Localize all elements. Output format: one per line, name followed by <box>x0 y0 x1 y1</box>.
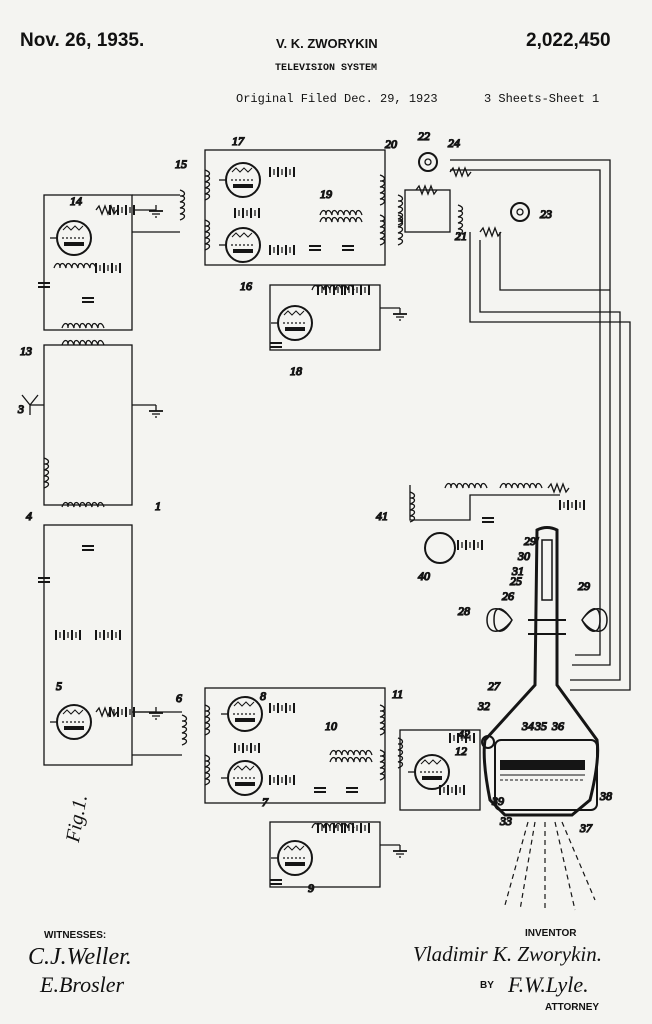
ref-numeral-26: 26 <box>502 589 514 603</box>
inventor-name: V. K. ZWORYKIN <box>276 36 378 51</box>
ref-numeral-11: 11 <box>392 687 403 701</box>
ref-numeral-18: 18 <box>290 364 302 378</box>
ref-numeral-3: 3 <box>17 402 24 416</box>
antenna-circuit <box>21 339 164 508</box>
ref-numeral-24: 24 <box>448 136 460 150</box>
ref-numeral-41: 41 <box>376 509 388 523</box>
ref-numeral-6: 6 <box>176 691 182 705</box>
filing-info: Original Filed Dec. 29, 1923 <box>236 92 438 106</box>
ref-numeral-37: 37 <box>579 821 593 835</box>
witnesses-label: WITNESSES: <box>44 930 107 941</box>
inventor-signature: Vladimir K. Zworykin. <box>413 942 603 966</box>
lower-amplifier-chain <box>37 524 188 766</box>
ref-numeral-38: 38 <box>599 789 612 803</box>
ref-numeral-15: 15 <box>175 157 187 171</box>
ref-numeral-35: 35 <box>534 719 547 733</box>
ref-numeral-23: 23 <box>540 207 552 221</box>
ref-numeral-4: 4 <box>26 509 32 523</box>
ref-numeral-1: 1 <box>155 499 161 513</box>
sheet-info: 3 Sheets-Sheet 1 <box>484 92 600 106</box>
lower-push-pull-stage <box>204 687 408 888</box>
patent-date: Nov. 26, 1935. <box>20 30 145 51</box>
by-label: BY <box>480 980 494 991</box>
ref-numeral-39: 39 <box>491 794 504 808</box>
cathode-ray-tube <box>409 482 608 912</box>
ref-numeral-29: 29 <box>578 579 590 593</box>
ref-numeral-14: 14 <box>70 194 82 208</box>
ref-numeral-36: 36 <box>551 719 564 733</box>
upper-push-pull-stage <box>204 149 408 351</box>
ref-numeral-32: 32 <box>477 699 490 713</box>
inventor-label: INVENTOR <box>525 928 577 939</box>
ref-numeral-22: 22 <box>418 129 430 143</box>
ref-numeral-20: 20 <box>385 137 397 151</box>
ref-numeral-33: 33 <box>499 814 512 828</box>
ref-numeral-28: 28 <box>458 604 470 618</box>
ref-numeral-42: 42 <box>458 727 470 741</box>
grid-control-stage <box>397 729 495 811</box>
ref-numeral-7: 7 <box>262 795 269 809</box>
ref-numeral-34: 34 <box>521 719 534 733</box>
ref-numeral-9: 9 <box>308 881 314 895</box>
ref-numeral-27: 27 <box>488 679 501 693</box>
ref-numeral-25: 25 <box>510 574 522 588</box>
ref-numeral-16: 16 <box>240 279 252 293</box>
patent-number: 2,022,450 <box>526 30 611 51</box>
reference-numerals: 3 13 14 15 17 16 19 20 22 24 23 21 18 1 … <box>16 128 612 895</box>
ref-numeral-19: 19 <box>320 187 332 201</box>
ref-numeral-30: 30 <box>517 549 530 563</box>
attorney-signature: F.W.Lyle. <box>508 972 589 997</box>
patent-title: TELEVISION SYSTEM <box>275 63 378 74</box>
ref-numeral-8: 8 <box>260 689 266 703</box>
ref-numeral-5: 5 <box>56 679 62 693</box>
attorney-label: ATTORNEY <box>545 1002 600 1013</box>
ref-numeral-31: 31 <box>511 564 524 578</box>
ref-numeral-10: 10 <box>325 719 337 733</box>
ref-numeral-12: 12 <box>455 744 467 758</box>
ref-numeral-21: 21 <box>455 229 467 243</box>
ref-numeral-29prime: 29' <box>524 534 539 548</box>
ref-numeral-13: 13 <box>20 344 32 358</box>
witness-signature-1: C.J.Weller. <box>28 944 132 970</box>
ref-numeral-40: 40 <box>418 569 430 583</box>
witness-signature-2: E.Brosler <box>40 972 125 997</box>
upper-amplifier-chain <box>37 189 186 331</box>
ref-numeral-17: 17 <box>232 134 245 148</box>
deflection-coupling <box>397 152 631 691</box>
